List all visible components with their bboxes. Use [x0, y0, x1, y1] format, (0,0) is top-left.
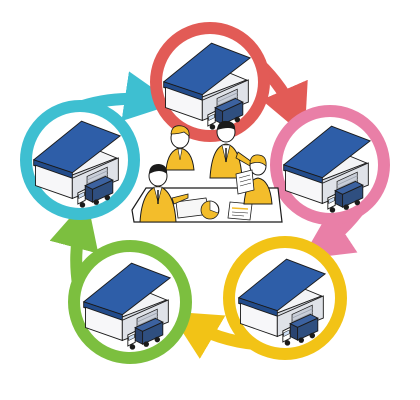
cycle-nodes — [20, 22, 390, 364]
person-woman-reading-icon — [235, 154, 273, 205]
person-man-pointing-icon — [139, 164, 189, 223]
report-document-icon — [227, 201, 253, 221]
cycle-node-bottom-right — [223, 236, 347, 360]
cycle-node-right — [270, 105, 390, 225]
cycle-node-bottom-left — [68, 240, 192, 364]
person-man-presenting-icon — [209, 120, 253, 179]
cycle-node-left — [20, 100, 140, 220]
cycle-node-top — [150, 22, 270, 142]
person-woman-icon — [165, 125, 195, 171]
business-team-meeting-illustration — [131, 120, 283, 223]
